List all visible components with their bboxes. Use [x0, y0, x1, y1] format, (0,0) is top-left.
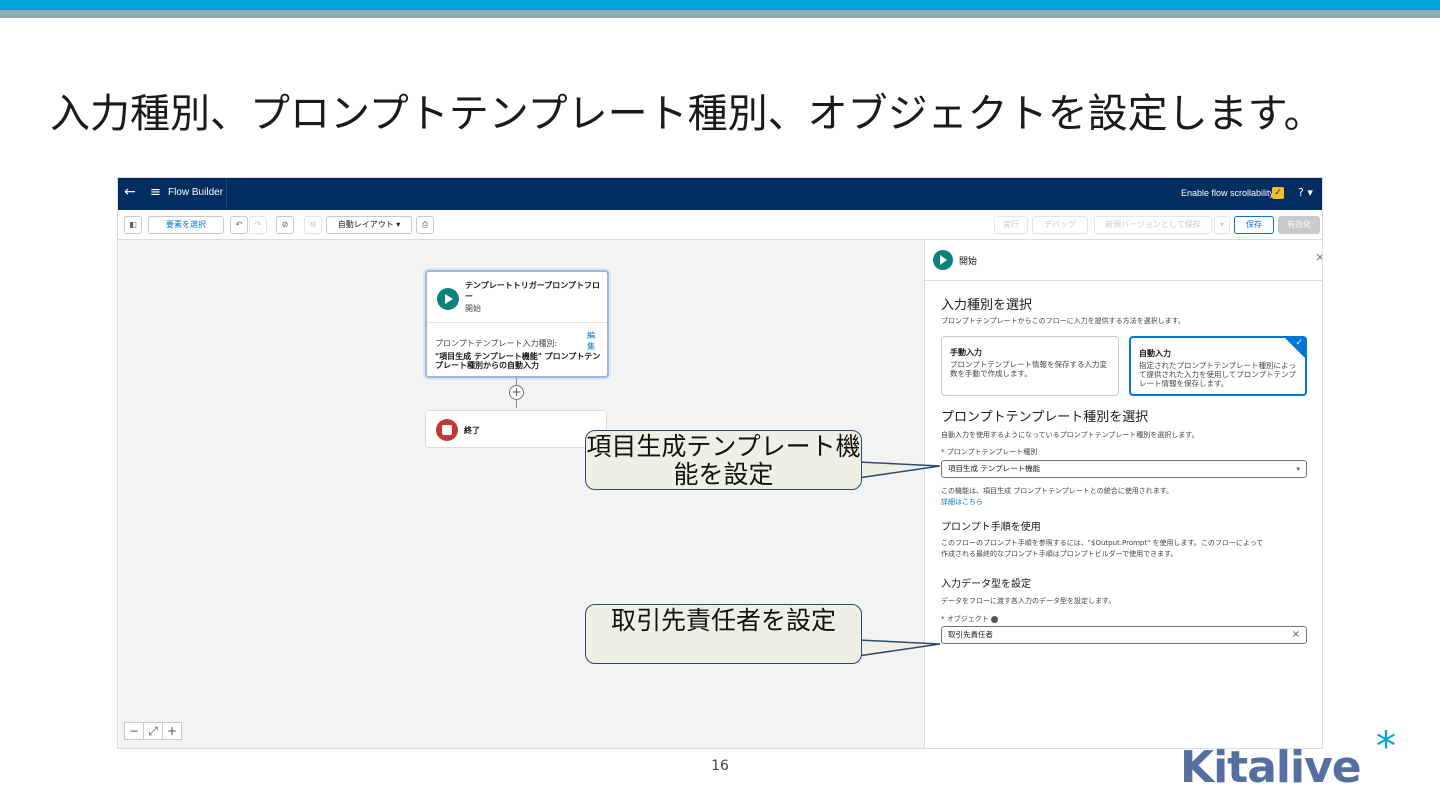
- object-field-label: * オブジェクト: [941, 614, 998, 624]
- scrollability-checkbox[interactable]: ✓: [1272, 187, 1284, 199]
- zoom-in-button[interactable]: +: [162, 722, 182, 740]
- manual-input-title: 手動入力: [950, 348, 982, 357]
- app-title: Flow Builder: [168, 187, 224, 198]
- info-icon[interactable]: [990, 615, 998, 623]
- panel-title: 開始: [959, 257, 978, 267]
- learn-more-link[interactable]: 詳細はこちら: [941, 498, 983, 506]
- app-header: ← ≡ Flow Builder Enable flow scrollabili…: [118, 178, 1322, 210]
- prompt-steps-desc-2: 作成される最終的なプロンプト手順はプロンプトビルダーで使用できます。: [941, 550, 1178, 558]
- redo-button[interactable]: ↷: [249, 216, 267, 234]
- slide-top-bar: [0, 0, 1440, 10]
- data-type-title: 入力データ型を設定: [941, 579, 1031, 590]
- start-node-title: テンプレートトリガープロンプトフロー: [465, 281, 601, 301]
- undo-button[interactable]: ↶: [230, 216, 248, 234]
- manual-input-card[interactable]: 手動入力 プロンプトテンプレート情報を保存する入力変数を手動で作成します。: [941, 336, 1119, 396]
- start-node-divider: [427, 322, 607, 323]
- prompt-steps-desc-1: このフローのプロンプト手順を参照するには、"$Output.Prompt" を使…: [941, 539, 1264, 547]
- clear-button[interactable]: ⊘: [276, 216, 294, 234]
- callout-template-type: 項目生成テンプレート機能を設定: [585, 430, 862, 490]
- flow-builder-window: ← ≡ Flow Builder Enable flow scrollabili…: [117, 177, 1323, 749]
- data-type-desc: データをフローに渡す各入力のデータ型を設定します。: [941, 597, 1116, 605]
- print-icon[interactable]: ⎙: [416, 216, 434, 234]
- check-icon: ✓: [1295, 338, 1303, 348]
- callout-object: 取引先責任者を設定: [585, 604, 862, 664]
- toolbar: ◧ 要素を選択 ↶ ↷ ⊘ ⚙ 自動レイアウト ▾ ⎙ 実行 デバッグ 新規バー…: [118, 210, 1322, 240]
- settings-gear-icon[interactable]: ⚙: [304, 216, 322, 234]
- panel-divider: [925, 280, 1322, 281]
- start-node[interactable]: テンプレートトリガープロンプトフロー 開始 プロンプトテンプレート入力種別: 編…: [425, 270, 609, 378]
- save-options-dropdown[interactable]: ▾: [1214, 216, 1230, 234]
- debug-button[interactable]: デバッグ: [1032, 216, 1088, 234]
- prompt-steps-title: プロンプト手順を使用: [941, 522, 1041, 533]
- play-icon: [437, 288, 459, 310]
- auto-input-title: 自動入力: [1139, 349, 1171, 358]
- input-type-title: 入力種別を選択: [941, 298, 1033, 313]
- flow-canvas[interactable]: テンプレートトリガープロンプトフロー 開始 プロンプトテンプレート入力種別: 編…: [118, 240, 924, 748]
- template-type-value: 項目生成 テンプレート機能: [948, 464, 1041, 473]
- layout-dropdown[interactable]: 自動レイアウト ▾: [326, 216, 412, 234]
- help-menu-button[interactable]: ? ▾: [1298, 186, 1313, 199]
- auto-input-card[interactable]: ✓ 自動入力 指定されたプロンプトテンプレート種別によって提供された入力を使用し…: [1129, 336, 1307, 396]
- chevron-down-icon: ▾: [1296, 465, 1300, 473]
- panel-toggle-button[interactable]: ◧: [124, 216, 142, 234]
- start-node-edit-link[interactable]: 編集: [587, 331, 595, 351]
- logo-star-icon: *: [1376, 724, 1396, 770]
- add-element-icon[interactable]: +: [509, 385, 524, 400]
- clear-icon[interactable]: ×: [1291, 629, 1300, 640]
- slide-title: 入力種別、プロンプトテンプレート種別、オブジェクトを設定します。: [50, 91, 1324, 137]
- zoom-controls: −⤢+: [124, 720, 188, 740]
- kitalive-logo: Kitalive: [1180, 742, 1362, 793]
- template-type-title: プロンプトテンプレート種別を選択: [941, 410, 1149, 425]
- close-icon[interactable]: ×: [1315, 250, 1322, 264]
- start-node-subtitle: 開始: [465, 304, 481, 313]
- template-type-note: この機能は、項目生成 プロンプトテンプレートとの統合に使用されます。: [941, 487, 1174, 495]
- flow-app-icon: ≡: [150, 185, 161, 200]
- play-icon: [933, 250, 953, 270]
- manual-input-desc: プロンプトテンプレート情報を保存する入力変数を手動で作成します。: [950, 360, 1108, 378]
- page-number: 16: [711, 758, 729, 774]
- start-node-input-label: プロンプトテンプレート入力種別:: [435, 339, 558, 348]
- save-button[interactable]: 保存: [1234, 216, 1274, 234]
- selected-corner: [1284, 337, 1306, 359]
- start-node-input-value: "項目生成 テンプレート機能" プロンプトテンプレート種別からの自動入力: [435, 352, 601, 370]
- auto-input-desc: 指定されたプロンプトテンプレート種別によって提供された入力を使用してプロンプトテ…: [1139, 361, 1296, 388]
- save-as-new-version-button[interactable]: 新規バージョンとして保存: [1094, 216, 1212, 234]
- select-elements-button[interactable]: 要素を選択: [148, 216, 224, 234]
- object-value: 取引先責任者: [948, 630, 993, 639]
- fit-view-icon[interactable]: ⤢: [143, 722, 163, 740]
- start-properties-panel: 開始 × 入力種別を選択 プロンプトテンプレートからこのフローに入力を提供する方…: [924, 240, 1322, 748]
- header-divider: [226, 178, 227, 210]
- template-type-select[interactable]: 項目生成 テンプレート機能 ▾: [941, 460, 1307, 478]
- back-arrow-icon[interactable]: ←: [124, 184, 136, 200]
- template-type-desc: 自動入力を使用するようになっているプロンプトテンプレート種別を選択します。: [941, 431, 1199, 439]
- object-combobox[interactable]: 取引先責任者 ×: [941, 626, 1307, 644]
- zoom-out-button[interactable]: −: [124, 722, 144, 740]
- slide-top-bar-gray: [0, 10, 1440, 18]
- scrollability-label: Enable flow scrollability: [1181, 188, 1275, 198]
- end-node-label: 終了: [464, 426, 480, 435]
- end-node[interactable]: 終了: [425, 410, 607, 448]
- run-button[interactable]: 実行: [994, 216, 1028, 234]
- template-type-field-label: * プロンプトテンプレート種別: [941, 448, 1038, 456]
- stop-icon: [436, 419, 458, 441]
- input-type-desc: プロンプトテンプレートからこのフローに入力を提供する方法を選択します。: [941, 317, 1185, 325]
- activate-button[interactable]: 有効化: [1278, 216, 1320, 234]
